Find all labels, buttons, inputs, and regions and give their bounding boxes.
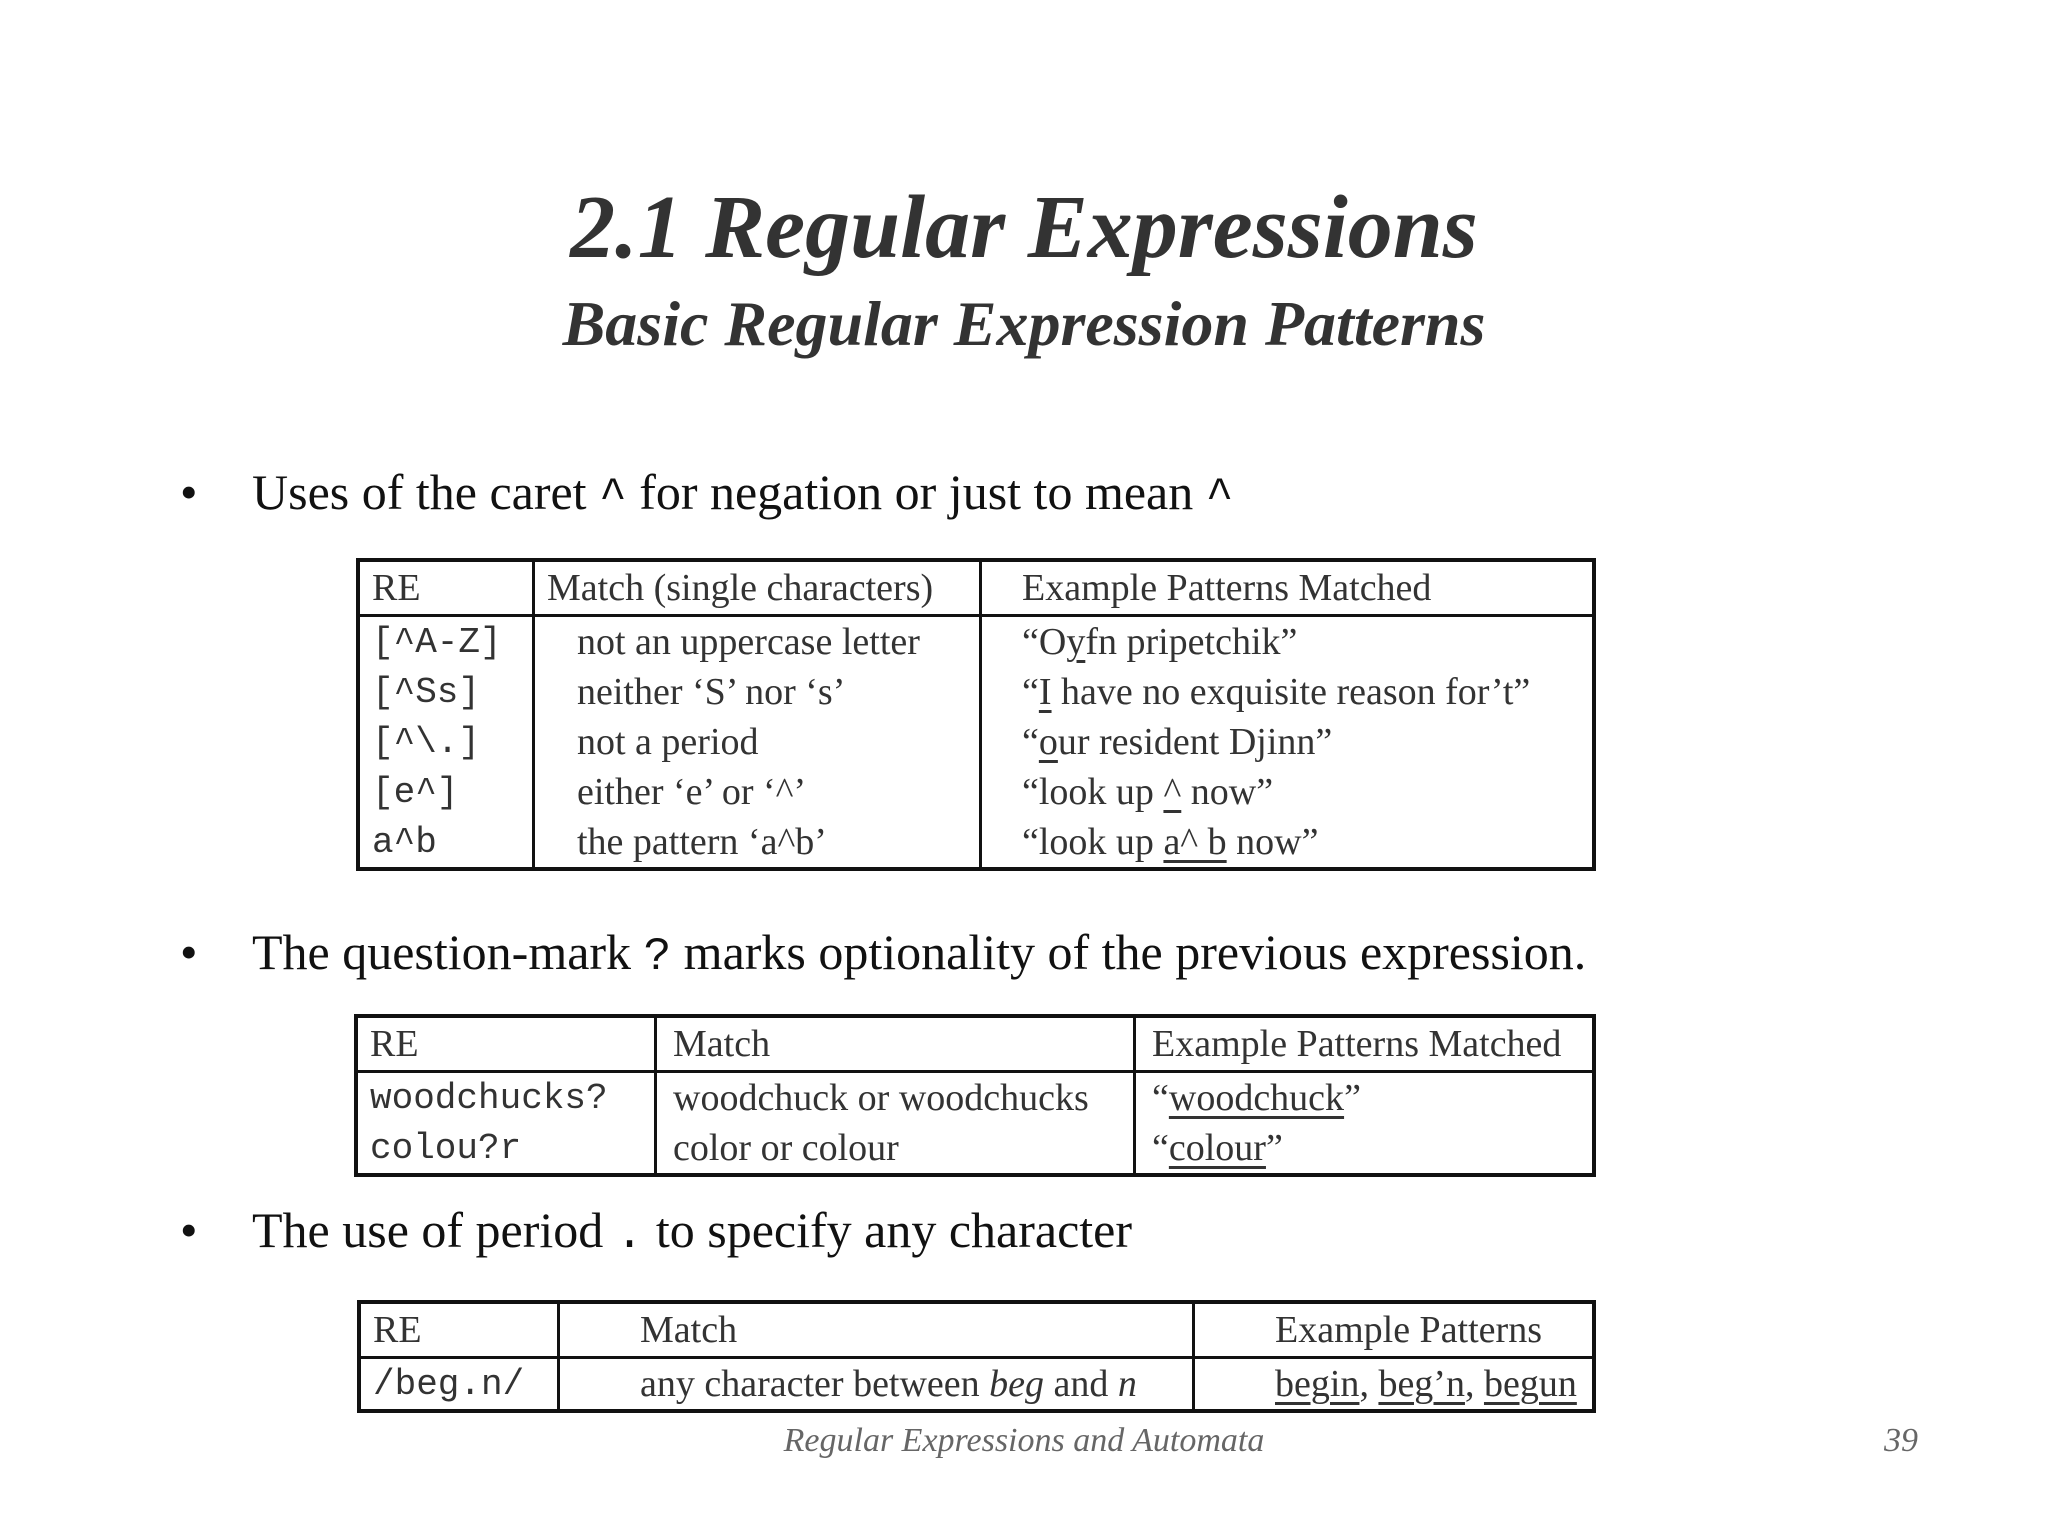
matched-highlight: woodchuck bbox=[1168, 1077, 1345, 1119]
header-match: Match (single characters) bbox=[532, 560, 982, 617]
period-table: RE Match Example Patterns /beg.n/ any ch… bbox=[357, 1300, 1596, 1413]
example-cell: “I have no exquisite reason for’t” bbox=[979, 667, 1596, 717]
caret-code: ^ bbox=[1205, 471, 1234, 523]
caret-code: ^ bbox=[599, 471, 627, 523]
match-cell: any character between beg and n bbox=[557, 1357, 1195, 1411]
re-cell: [e^] bbox=[356, 767, 535, 817]
matched-highlight: colour bbox=[1168, 1127, 1266, 1169]
table-row: a^b the pattern ‘a^b’ “look up a^ b now” bbox=[356, 817, 1596, 869]
matched-highlight: I bbox=[1038, 671, 1052, 713]
example-cell: “colour” bbox=[1133, 1123, 1596, 1175]
table-header-row: RE Match Example Patterns bbox=[357, 1302, 1596, 1359]
bullet-dot: • bbox=[180, 464, 198, 520]
re-cell: [^Ss] bbox=[356, 667, 535, 717]
match-cell: woodchuck or woodchucks bbox=[654, 1071, 1136, 1123]
example-cell: “look up a^ b now” bbox=[979, 817, 1596, 869]
table-row: [^Ss] neither ‘S’ nor ‘s’ “I have no exq… bbox=[356, 667, 1596, 717]
slide-subtitle: Basic Regular Expression Patterns bbox=[562, 288, 1486, 359]
table-row: colou?r color or colour “colour” bbox=[354, 1123, 1596, 1175]
bullet-text: The use of period . to specify any chara… bbox=[252, 1202, 1133, 1261]
match-cell: either ‘e’ or ‘^’ bbox=[532, 767, 982, 817]
table-header-row: RE Match (single characters) Example Pat… bbox=[356, 560, 1596, 617]
re-cell: [^\.] bbox=[356, 717, 535, 767]
page-number: 39 bbox=[1884, 1422, 1918, 1459]
re-cell: /beg.n/ bbox=[357, 1357, 560, 1411]
header-match: Match bbox=[654, 1016, 1136, 1073]
header-re: RE bbox=[354, 1016, 657, 1073]
re-cell: [^A-Z] bbox=[356, 615, 535, 667]
table-header-row: RE Match Example Patterns Matched bbox=[354, 1016, 1596, 1073]
re-cell: a^b bbox=[356, 817, 535, 869]
matched-highlight: begun bbox=[1483, 1363, 1577, 1405]
example-cell: “look up ^ now” bbox=[979, 767, 1596, 817]
bullet-text: Uses of the caret ^ for negation or just… bbox=[252, 464, 1234, 523]
re-cell: colou?r bbox=[354, 1123, 657, 1175]
matched-highlight: begin bbox=[1275, 1363, 1360, 1405]
table-row: [e^] either ‘e’ or ‘^’ “look up ^ now” bbox=[356, 767, 1596, 817]
header-re: RE bbox=[356, 560, 535, 617]
question-code: ? bbox=[643, 931, 672, 983]
table-row: [^\.] not a period “our resident Djinn” bbox=[356, 717, 1596, 767]
slide-title: 2.1 Regular Expressions bbox=[570, 178, 1478, 277]
matched-highlight: ^ bbox=[1163, 771, 1182, 813]
matched-highlight: beg’n bbox=[1378, 1363, 1465, 1405]
header-example: Example Patterns Matched bbox=[979, 560, 1596, 617]
re-cell: woodchucks? bbox=[354, 1071, 657, 1123]
bullet-dot: • bbox=[180, 1202, 198, 1258]
header-example: Example Patterns bbox=[1192, 1302, 1596, 1359]
header-match: Match bbox=[557, 1302, 1195, 1359]
matched-highlight: y bbox=[1066, 621, 1086, 663]
match-cell: the pattern ‘a^b’ bbox=[532, 817, 982, 869]
table-row: /beg.n/ any character between beg and n … bbox=[357, 1357, 1596, 1411]
example-cell: “Oyfn pripetchik” bbox=[979, 615, 1596, 667]
slide-footer: Regular Expressions and Automata bbox=[783, 1422, 1265, 1459]
bullet-dot: • bbox=[180, 924, 198, 980]
header-re: RE bbox=[357, 1302, 560, 1359]
matched-highlight: a^ b bbox=[1163, 821, 1227, 863]
match-cell: not a period bbox=[532, 717, 982, 767]
caret-table: RE Match (single characters) Example Pat… bbox=[356, 558, 1596, 871]
example-cell: “woodchuck” bbox=[1133, 1071, 1596, 1123]
question-table: RE Match Example Patterns Matched woodch… bbox=[354, 1014, 1596, 1177]
match-cell: neither ‘S’ nor ‘s’ bbox=[532, 667, 982, 717]
match-cell: color or colour bbox=[654, 1123, 1136, 1175]
table-row: [^A-Z] not an uppercase letter “Oyfn pri… bbox=[356, 615, 1596, 667]
matched-highlight: o bbox=[1038, 721, 1058, 763]
example-cell: “our resident Djinn” bbox=[979, 717, 1596, 767]
period-code: . bbox=[615, 1209, 644, 1261]
bullet-text: The question-mark ? marks optionality of… bbox=[252, 924, 1587, 983]
example-cell: begin, beg’n, begun bbox=[1192, 1357, 1596, 1411]
match-cell: not an uppercase letter bbox=[532, 615, 982, 667]
table-row: woodchucks? woodchuck or woodchucks “woo… bbox=[354, 1071, 1596, 1123]
header-example: Example Patterns Matched bbox=[1133, 1016, 1596, 1073]
